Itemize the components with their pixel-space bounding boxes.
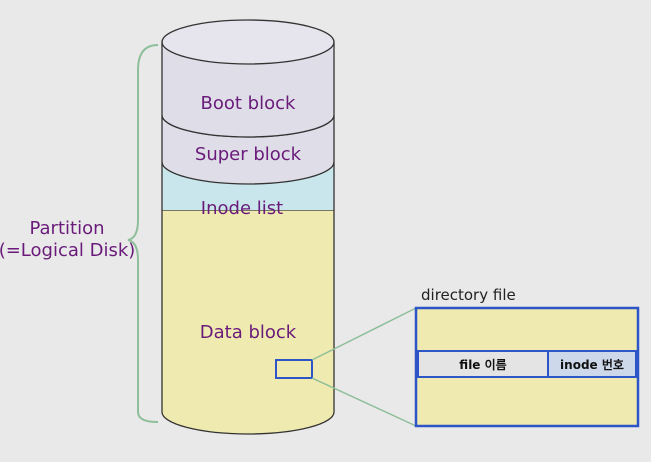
entry-name-text: file 이름	[459, 357, 506, 372]
partition-label: Partition	[29, 218, 104, 239]
zoom-connector-bottom	[311, 377, 417, 427]
directory-file-title: directory file	[421, 286, 516, 304]
zoom-connector-top	[311, 307, 417, 361]
inode-list-segment	[162, 162, 334, 210]
data-block-label: Data block	[200, 322, 297, 343]
boot-block-segment	[161, 41, 335, 138]
inode-list-label: Inode list	[201, 198, 283, 219]
boot-block-label: Boot block	[201, 93, 296, 114]
directory-entry-highlight	[275, 359, 313, 379]
entry-inode-text: inode 번호	[560, 357, 624, 372]
entry-inode-cell	[547, 350, 637, 378]
partition-brace	[127, 44, 159, 423]
cylinder-top	[161, 19, 335, 65]
partition-sublabel: (=Logical Disk)	[0, 240, 135, 261]
super-block-label: Super block	[195, 144, 302, 165]
